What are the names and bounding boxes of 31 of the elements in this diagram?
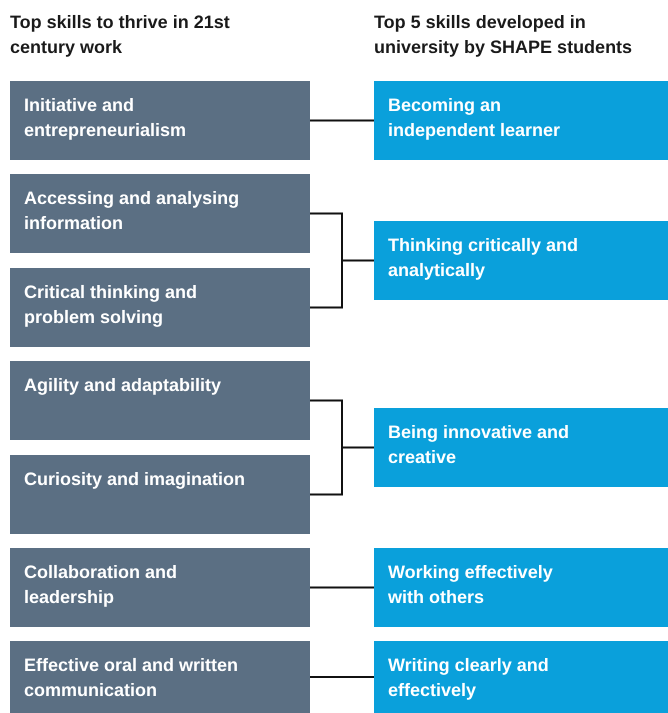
skill-box: [10, 268, 310, 347]
connector-line: [310, 260, 374, 308]
skill-text: Becoming an independent learner: [388, 94, 562, 142]
skill-box: [374, 548, 668, 627]
skill-text: Collaboration and leadership: [24, 561, 178, 609]
skill-text: Writing clearly and effectively: [388, 654, 550, 702]
skill-text: Being innovative and creative: [388, 421, 570, 469]
skill-text: Agility and adaptability: [24, 374, 222, 397]
column-heading: Top skills to thrive in 21st century work: [10, 11, 231, 59]
skill-text: Critical thinking and problem solving: [24, 281, 198, 329]
skill-text: Thinking critically and analytically: [388, 234, 580, 282]
skill-box: [10, 361, 310, 440]
skill-text: Accessing and analysing information: [24, 187, 240, 235]
connector-line: [310, 446, 374, 496]
skill-box: [10, 174, 310, 253]
skill-box: [374, 221, 668, 300]
skill-box: [374, 641, 668, 713]
skill-text: Working effectively with others: [388, 561, 554, 609]
skill-text: Curiosity and imagination: [24, 468, 246, 491]
skill-box: [10, 455, 310, 534]
connector-line: [310, 586, 374, 588]
connector-line: [310, 676, 374, 678]
skill-text: Effective oral and written communication: [24, 654, 240, 702]
column-heading: Top 5 skills developed in university by SHAPE students: [374, 11, 634, 59]
connector-line: [310, 120, 374, 122]
skill-box: [374, 408, 668, 487]
skill-box: [10, 641, 310, 713]
skill-box: [10, 548, 310, 627]
skill-text: Initiative and entrepreneurialism: [24, 94, 188, 142]
skill-box: [374, 81, 668, 160]
skill-box: [10, 81, 310, 160]
